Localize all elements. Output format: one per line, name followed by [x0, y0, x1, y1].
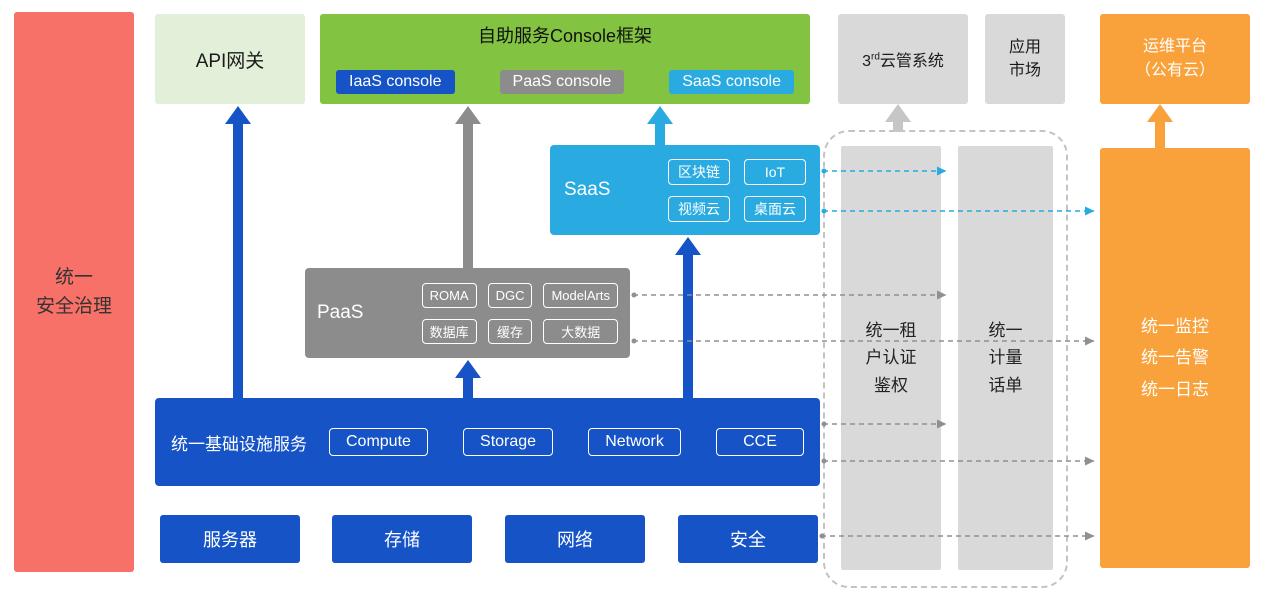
- chip-cache: 缓存: [487, 318, 533, 344]
- monitor-bar-label: 统一监控 统一告警 统一日志: [1141, 316, 1209, 399]
- monitor-bar: 统一监控 统一告警 统一日志: [1100, 148, 1250, 568]
- api-gateway-label: API网关: [195, 50, 265, 72]
- third-party-superscript: rd: [870, 51, 880, 63]
- third-party-cloud-box: 3rd云管系统: [838, 14, 968, 104]
- paas-console-button: PaaS console: [499, 70, 625, 94]
- chip-video-cloud: 视频云: [668, 195, 730, 222]
- saas-label: SaaS: [564, 179, 611, 200]
- ops-platform-label: 运维平台 （公有云）: [1134, 38, 1215, 79]
- security-governance-bar: 统一 安全治理: [14, 12, 134, 572]
- arrow-shared-to-third-party: [885, 104, 911, 132]
- chip-cce: CCE: [715, 428, 804, 456]
- ops-platform-box: 运维平台 （公有云）: [1100, 14, 1250, 104]
- hardware-server-label: 服务器: [203, 530, 257, 550]
- auth-bar-label: 统一租 户认证 鉴权: [865, 321, 917, 395]
- saas-box: SaaS 区块链 IoT 视频云 桌面云: [550, 145, 820, 235]
- hardware-box-server: 服务器: [160, 515, 300, 563]
- third-party-suffix: 云管系统: [879, 53, 944, 70]
- console-framework-title: 自助服务Console框架: [477, 26, 653, 46]
- infrastructure-box: 统一基础设施服务 Compute Storage Network CCE: [155, 398, 820, 486]
- arrow-infra-to-paas: [455, 360, 481, 398]
- arrow-infra-to-saas: [675, 237, 701, 398]
- chip-network: Network: [588, 428, 681, 456]
- hardware-storage-label: 存储: [384, 530, 420, 550]
- chip-bigdata: 大数据: [543, 318, 618, 344]
- arrow-infra-to-api-gateway: [225, 106, 251, 398]
- chip-modelarts: ModelArts: [543, 282, 618, 308]
- auth-bar: 统一租 户认证 鉴权: [841, 146, 941, 570]
- hardware-security-label: 安全: [730, 530, 766, 550]
- third-party-prefix: 3: [862, 53, 871, 70]
- shared-services-dashed-container: [823, 130, 1068, 588]
- api-gateway-box: API网关: [155, 14, 305, 104]
- third-party-cloud-label: 3rd云管系统: [862, 47, 944, 71]
- billing-bar: 统一 计量 话单: [958, 146, 1053, 570]
- console-framework-box: 自助服务Console框架 IaaS console PaaS console …: [320, 14, 810, 104]
- chip-dgc: DGC: [487, 282, 533, 308]
- chip-roma: ROMA: [421, 282, 477, 308]
- iaas-console-button: IaaS console: [336, 70, 455, 94]
- hardware-network-label: 网络: [557, 530, 593, 550]
- chip-iot: IoT: [744, 158, 806, 185]
- arrow-saas-to-console: [647, 106, 673, 145]
- hardware-box-security: 安全: [678, 515, 818, 563]
- chip-blockchain: 区块链: [668, 158, 730, 185]
- saas-console-button: SaaS console: [669, 70, 794, 94]
- security-governance-label: 统一 安全治理: [35, 266, 112, 317]
- paas-label: PaaS: [317, 302, 364, 323]
- app-market-label: 应用 市场: [1008, 38, 1041, 79]
- hardware-box-storage: 存储: [332, 515, 472, 563]
- hardware-box-network: 网络: [505, 515, 645, 563]
- infrastructure-chip-row: Compute Storage Network CCE: [329, 428, 804, 456]
- chip-compute: Compute: [329, 428, 428, 456]
- chip-desktop-cloud: 桌面云: [744, 195, 806, 222]
- arrow-paas-to-console: [455, 106, 481, 268]
- chip-database: 数据库: [421, 318, 477, 344]
- console-buttons-row: IaaS console PaaS console SaaS console: [336, 70, 794, 94]
- link-dot: [631, 292, 637, 298]
- infrastructure-label: 统一基础设施服务: [171, 434, 307, 454]
- paas-chip-grid: ROMA DGC ModelArts 数据库 缓存 大数据: [421, 282, 618, 344]
- saas-chip-grid: 区块链 IoT 视频云 桌面云: [668, 158, 806, 222]
- link-dot: [631, 338, 637, 344]
- paas-box: PaaS ROMA DGC ModelArts 数据库 缓存 大数据: [305, 268, 630, 358]
- billing-bar-label: 统一 计量 话单: [988, 321, 1023, 395]
- app-market-box: 应用 市场: [985, 14, 1065, 104]
- chip-storage: Storage: [463, 428, 554, 456]
- arrow-monitor-to-ops: [1147, 104, 1173, 150]
